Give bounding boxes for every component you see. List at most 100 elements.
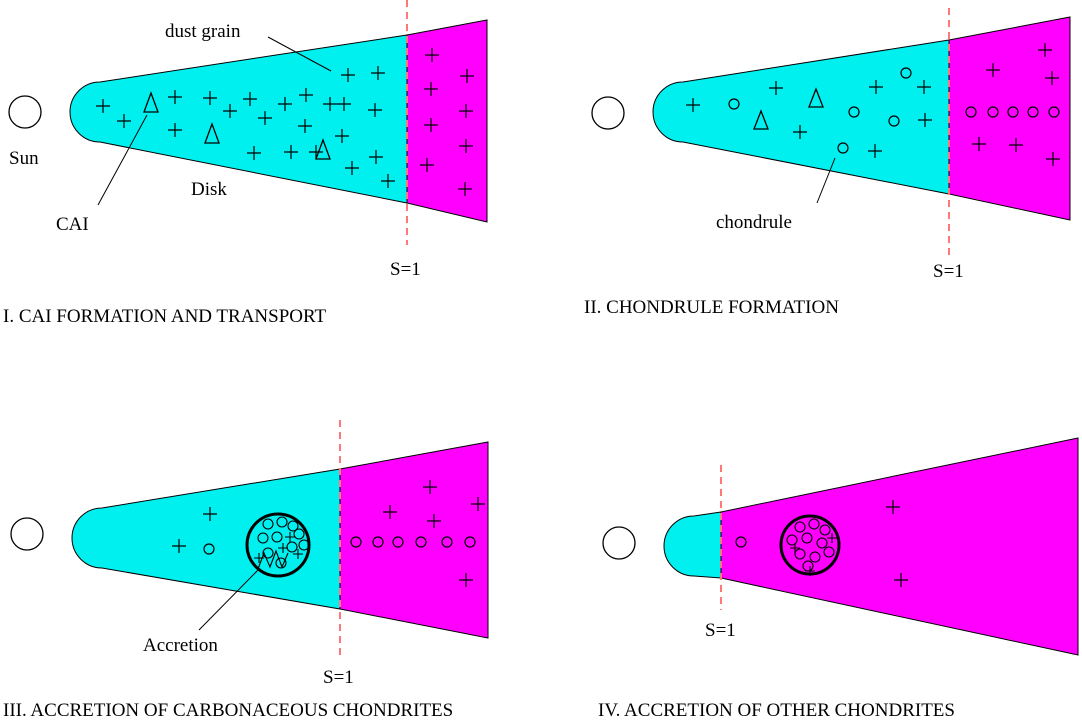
chondrule-icon — [728, 98, 740, 110]
dust-grain-icon — [298, 119, 312, 133]
dust-grain-icon — [96, 99, 110, 113]
dust-grain-pointer — [267, 36, 332, 72]
dust-grain-icon — [425, 48, 439, 62]
chondrule-icon — [271, 531, 283, 543]
chondrule-icon — [392, 536, 404, 548]
dust-grains — [686, 43, 1060, 166]
chondrule-icon — [794, 521, 806, 533]
chondrule-icon — [415, 536, 427, 548]
body-chondrules — [257, 516, 310, 569]
dust-grain-icon — [827, 533, 837, 543]
dust-grain-icon — [460, 69, 474, 83]
chondrule-icon — [203, 543, 215, 555]
chondrule-icon — [464, 536, 476, 548]
chondrule-icon — [819, 524, 831, 536]
chondrule-icon — [794, 548, 806, 560]
dust-grain-icon — [1009, 138, 1023, 152]
dust-grain-icon — [917, 80, 931, 94]
chondrule-icon — [809, 551, 821, 563]
chondrule-icon — [286, 541, 298, 553]
chondrule-icon — [816, 537, 828, 549]
dust-grain-icon — [369, 150, 383, 164]
panel-caption: III. ACCRETION OF CARBONACEOUS CHONDRITE… — [3, 700, 453, 721]
dust-grain-icon — [278, 543, 288, 553]
accretion-label: Accretion — [143, 635, 218, 656]
dust-grain-icon — [886, 500, 900, 514]
chondrule-icon — [1048, 106, 1060, 118]
dust-grain-icon — [293, 549, 303, 559]
sun-label: Sun — [9, 148, 39, 169]
dust-grain-icon — [918, 113, 932, 127]
dust-grain-icon — [790, 543, 800, 553]
dust-grain-icon — [427, 514, 441, 528]
inner-disk-region — [69, 34, 408, 204]
dust-grain-icon — [471, 497, 485, 511]
inner-disk-region — [71, 468, 341, 610]
dust-grain-icon — [258, 111, 272, 125]
dust-grain-icon — [368, 103, 382, 117]
chondrule-icon — [808, 518, 820, 530]
chondrule-icon — [262, 547, 274, 559]
dust-grain-icon — [337, 97, 351, 111]
chondrule-icon — [441, 536, 453, 548]
dust-grain-label: dust grain — [165, 21, 241, 42]
dust-grain-icon — [117, 114, 131, 128]
body-cai-triangles — [257, 549, 289, 570]
dust-grains — [172, 480, 485, 587]
dust-grain-icon — [223, 104, 237, 118]
dust-grain-icon — [1046, 152, 1060, 166]
dust-grain-icon — [458, 182, 472, 196]
dust-grain-icon — [972, 137, 986, 151]
panel-carbonaceous-accretion: Accretion S=1 III. ACCRETION OF CARBONAC… — [3, 420, 489, 721]
chondrule-icon — [372, 536, 384, 548]
dust-grain-icon — [793, 125, 807, 139]
chondrule-icon — [848, 106, 860, 118]
dust-grain-icon — [247, 146, 261, 160]
dust-grain-icon — [309, 145, 323, 159]
dust-grain-icon — [345, 161, 359, 175]
snow-line-label: S=1 — [933, 261, 964, 282]
dust-grain-icon — [278, 97, 292, 111]
dust-grain-icon — [168, 123, 182, 137]
snow-line-label: S=1 — [323, 667, 354, 688]
cai-particles — [143, 91, 331, 160]
chondrule-icon — [293, 528, 305, 540]
sun-icon — [591, 96, 625, 130]
dust-grain-icon — [381, 174, 395, 188]
panel-cai-formation: dust grain Sun Disk CAI S=1 I. CAI FORMA… — [3, 0, 488, 327]
dust-grain-icon — [769, 81, 783, 95]
cai-triangle — [143, 91, 159, 113]
dust-grain-icon — [986, 63, 1000, 77]
panel-chondrule-formation: chondrule S=1 II. CHONDRULE FORMATION — [584, 8, 1071, 318]
dust-grain-icon — [424, 118, 438, 132]
dust-grain-icon — [203, 507, 217, 521]
dust-grain-icon — [323, 97, 337, 111]
cai-pointer — [97, 114, 148, 206]
panel-caption: II. CHONDRULE FORMATION — [584, 297, 839, 318]
snow-line-label: S=1 — [390, 259, 421, 280]
chondrule-icon — [1007, 106, 1019, 118]
chondrules — [203, 536, 476, 555]
accretion-pointer — [198, 569, 259, 631]
dust-grain-icon — [805, 566, 815, 576]
accreted-body — [779, 514, 841, 576]
cai-triangle — [204, 122, 220, 144]
chondrule-icon — [735, 536, 747, 548]
dust-grain-icon — [1045, 71, 1059, 85]
cai-particles — [753, 87, 824, 130]
dust-grain-icon — [284, 145, 298, 159]
snow-line-label: S=1 — [705, 620, 736, 641]
inner-disk-region — [652, 39, 950, 195]
dust-grain-icon — [335, 129, 349, 143]
dust-grain-icon — [371, 66, 385, 80]
sun-icon — [10, 517, 44, 551]
inner-disk-region — [663, 511, 722, 579]
sun-icon — [602, 526, 636, 560]
chondrule-icon — [965, 106, 977, 118]
outer-disk-region — [406, 19, 488, 223]
panel-other-accretion: S=1 IV. ACCRETION OF OTHER CHONDRITES — [598, 437, 1079, 721]
dust-grain-icon — [420, 158, 434, 172]
sun-icon — [8, 95, 42, 129]
